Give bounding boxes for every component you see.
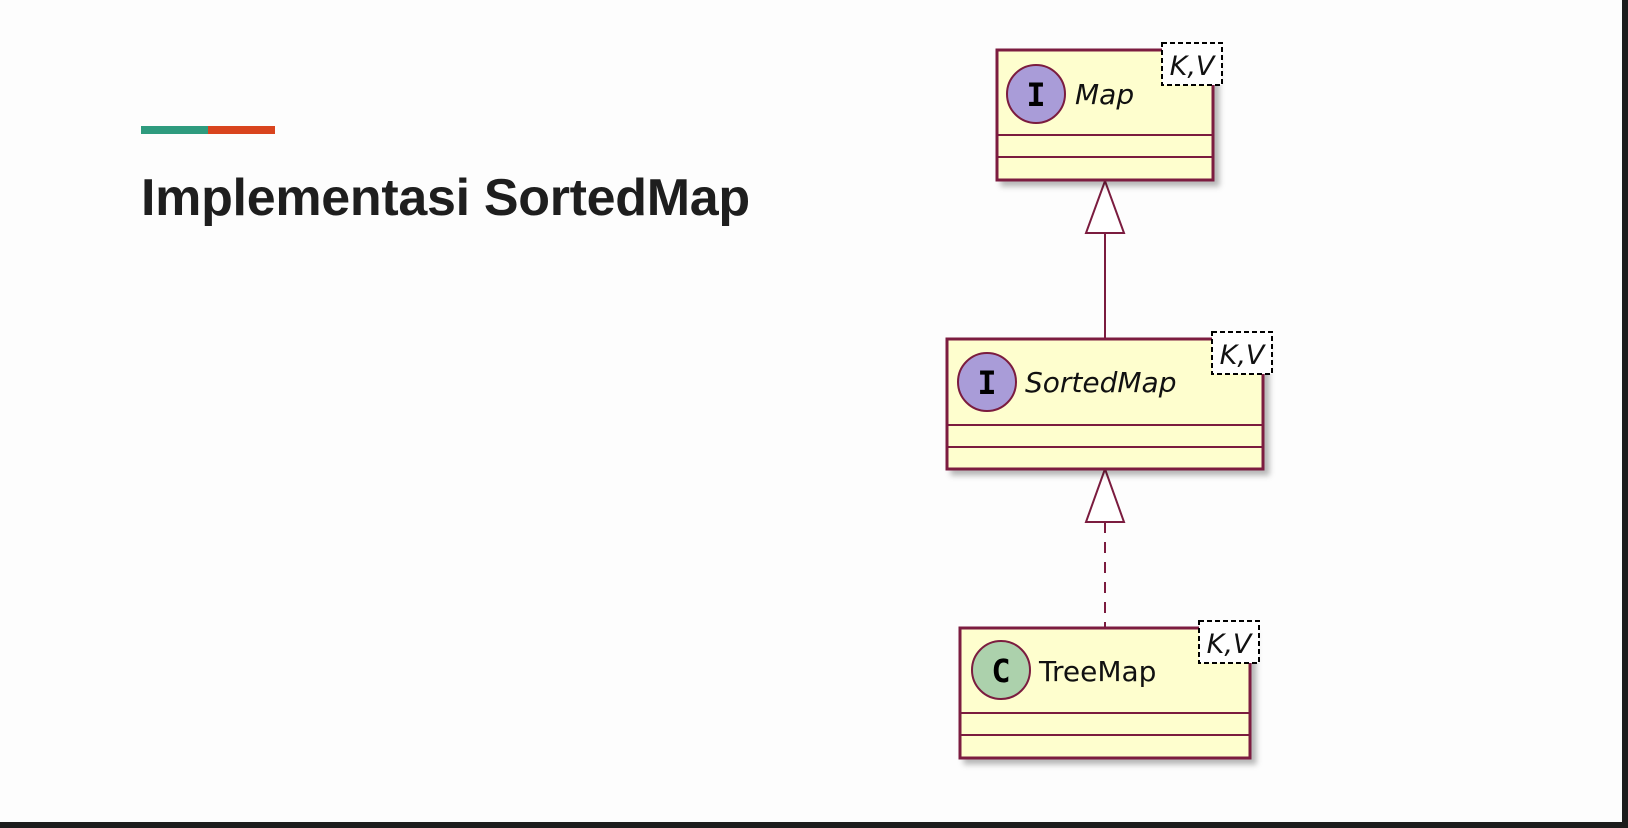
generic-params-sortedmap: K,V [1220,340,1267,371]
title-accent-bar [141,126,275,134]
class-badge-letter: C [991,652,1010,690]
class-name-sortedmap: SortedMap [1025,366,1176,399]
uml-class-treemap: C TreeMap K,V [958,620,1260,760]
relation-treemap-implements-sortedmap [1084,466,1126,628]
generic-params-map: K,V [1170,51,1217,82]
class-badge-icon [971,640,1031,700]
slide-title: Implementasi SortedMap [141,169,750,227]
uml-interface-sortedmap: I SortedMap K,V [945,331,1273,471]
window-edge-right [1622,0,1628,828]
interface-badge-icon [1006,64,1066,124]
relation-sortedmap-extends-map [1084,178,1126,339]
uml-interface-map: I Map K,V [995,42,1223,182]
generic-params-treemap: K,V [1207,629,1254,660]
interface-badge-letter: I [1026,76,1045,114]
window-edge-bottom [0,822,1628,828]
interface-badge-icon [957,352,1017,412]
class-name-map: Map [1075,78,1134,111]
accent-green-segment [141,126,208,134]
class-name-treemap: TreeMap [1038,655,1156,688]
interface-badge-letter: I [977,364,996,402]
accent-red-segment [208,126,275,134]
